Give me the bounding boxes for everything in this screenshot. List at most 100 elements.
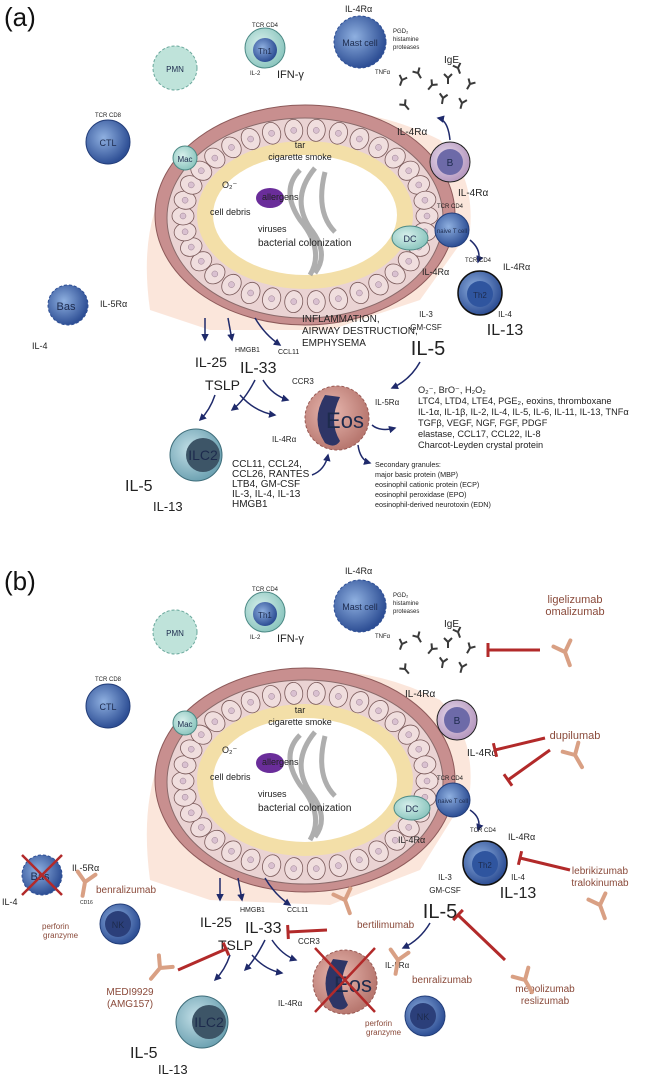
granzyme-label-eos: granzyme	[366, 1028, 402, 1037]
il4-label-b: IL-4	[511, 873, 525, 882]
mast-cell-label: Mast cell	[342, 38, 378, 48]
th2-il4r-label-b: IL-4Rα	[508, 832, 535, 842]
cell-debris-label: cell debris	[210, 207, 251, 217]
th2-cell: Th2 TCR CD4 IL-4Rα	[457, 258, 530, 316]
pmn-cell: PMN	[152, 45, 198, 91]
ige-antibody-icon	[399, 99, 410, 111]
b-cell: B IL-4Rα IL-4Rα	[397, 115, 488, 199]
bas-receptor-label: IL-5Rα	[100, 299, 127, 309]
dc-naive-cells-b: DC naive T cell TCR CD4	[393, 776, 484, 832]
cell-nucleus	[211, 154, 219, 162]
cell-debris-label-b: cell debris	[210, 772, 251, 782]
cell-nucleus	[290, 690, 297, 697]
reslizumab-label: reslizumab	[521, 996, 570, 1007]
cell-nucleus	[313, 865, 320, 872]
th1-receptor-label-b: TCR CD4	[252, 587, 279, 593]
cell-nucleus	[268, 130, 275, 137]
ige-cluster: IgE	[398, 55, 476, 111]
cell-nucleus	[405, 824, 412, 831]
il25-label: IL-25	[195, 354, 227, 370]
cell-nucleus	[211, 718, 219, 725]
list-line: major basic protein (MBP)	[375, 470, 458, 479]
basophil-cell: Bas IL-5Rα IL-4	[32, 284, 127, 351]
naive-receptor-label-b: TCR CD4	[437, 776, 464, 782]
list-line: CCL26, RANTES	[232, 469, 310, 480]
ige-cluster-b: IgE	[398, 619, 476, 675]
ifn-gamma-label: IFN-γ	[277, 69, 304, 81]
b-label-b: B	[454, 716, 461, 727]
therapeutic-antibody-icon	[560, 740, 584, 770]
cell-nucleus	[247, 698, 254, 706]
ige-antibody-icon	[399, 663, 410, 675]
cell-nucleus	[313, 127, 320, 134]
benralizumab-label-bas: benralizumab	[96, 885, 156, 896]
ilc2-cell: ILC2 IL-5 IL-13	[125, 428, 223, 514]
therapeutic-antibody-icon	[551, 638, 573, 668]
list-line: IL-1α, IL-1β, IL-2, IL-4, IL-5, IL-6, IL…	[418, 407, 629, 417]
bas-il4-label: IL-4	[32, 341, 48, 351]
ige-antibody-icon	[452, 626, 462, 638]
therapeutic-antibody-icon	[331, 886, 353, 916]
inhibitor-lines	[177, 643, 571, 972]
dc-label-b: DC	[406, 804, 419, 814]
b-receptor-top-label-b: IL-4Rα	[405, 689, 435, 700]
cell-nucleus	[247, 856, 254, 864]
cell-nucleus	[313, 298, 320, 305]
inhibitor-line	[507, 748, 551, 782]
cell-nucleus	[247, 289, 254, 297]
perforin-label-eos: perforin	[365, 1019, 392, 1028]
cell-nucleus	[198, 731, 205, 738]
drug-anti-ige: ligelizumab omalizumab	[545, 594, 604, 618]
il3-label-b: IL-3	[438, 873, 452, 882]
ige-antibody-icon	[398, 638, 408, 650]
th2-receptor-label-b: TCR CD4	[470, 828, 497, 834]
pmn-label: PMN	[166, 65, 184, 74]
benralizumab-label-eos: benralizumab	[412, 975, 472, 986]
il25-label-b: IL-25	[200, 914, 232, 930]
th2-receptor-label: TCR CD4	[465, 258, 492, 264]
ige-antibody-icon	[458, 97, 468, 110]
drug-anti-il13: lebrikizumab tralokinumab	[571, 866, 629, 889]
th2-label-b: Th2	[478, 861, 492, 870]
ige-antibody-icon	[427, 643, 438, 655]
inhibitor-line	[456, 913, 507, 962]
eos-il4r-label-b: IL-4Rα	[278, 999, 303, 1008]
cell-nucleus	[375, 144, 382, 151]
ilc2-label-b: ILC2	[194, 1014, 224, 1030]
smoke-label: cigarette smoke	[268, 152, 332, 162]
hmgb1-label-b: HMGB1	[240, 907, 265, 914]
dc-label: DC	[404, 234, 417, 244]
il33-label-b: IL-33	[245, 920, 282, 937]
drug-anti-tslp: MEDI9929 (AMG157)	[106, 987, 154, 1010]
eos-il4r-label: IL-4Rα	[272, 435, 297, 444]
ige-antibody-icon	[443, 73, 453, 84]
ctl-label-b: CTL	[99, 702, 116, 712]
th1-receptor-label: TCR CD4	[252, 23, 279, 29]
b-cell-b: B IL-4Rα IL-4Rα	[405, 689, 497, 759]
ige-label: IgE	[444, 55, 459, 66]
cell-nucleus	[423, 777, 431, 785]
b-receptor-bottom-label-b: IL-4Rα	[467, 748, 497, 759]
cell-nucleus	[179, 777, 187, 785]
tar-label: tar	[295, 140, 306, 150]
cell-nucleus	[375, 281, 382, 288]
cell-nucleus	[391, 270, 399, 278]
drug-anti-ccl11: bertilimumab	[357, 920, 415, 931]
mepolizumab-label: mepolizumab	[515, 984, 575, 995]
superoxide-label: O₂⁻	[222, 180, 237, 190]
allergen-mite-icon	[256, 188, 284, 208]
cell-nucleus	[187, 181, 195, 189]
ctl-cell-b: CTL TCR CD8	[85, 677, 131, 729]
pgd2-label: PGD₂	[393, 29, 409, 35]
therapeutic-antibody-icon	[510, 965, 534, 995]
inhibitor-line	[519, 856, 571, 872]
inhibitor-bar-icon	[491, 742, 499, 758]
macrophage-cell	[172, 145, 198, 171]
cell-nucleus	[356, 698, 363, 706]
cell-nucleus	[268, 693, 275, 700]
cell-nucleus	[198, 824, 205, 831]
mast-receptor-label-b: IL-4Rα	[345, 566, 372, 576]
naive-receptor-label: TCR CD4	[437, 204, 464, 210]
